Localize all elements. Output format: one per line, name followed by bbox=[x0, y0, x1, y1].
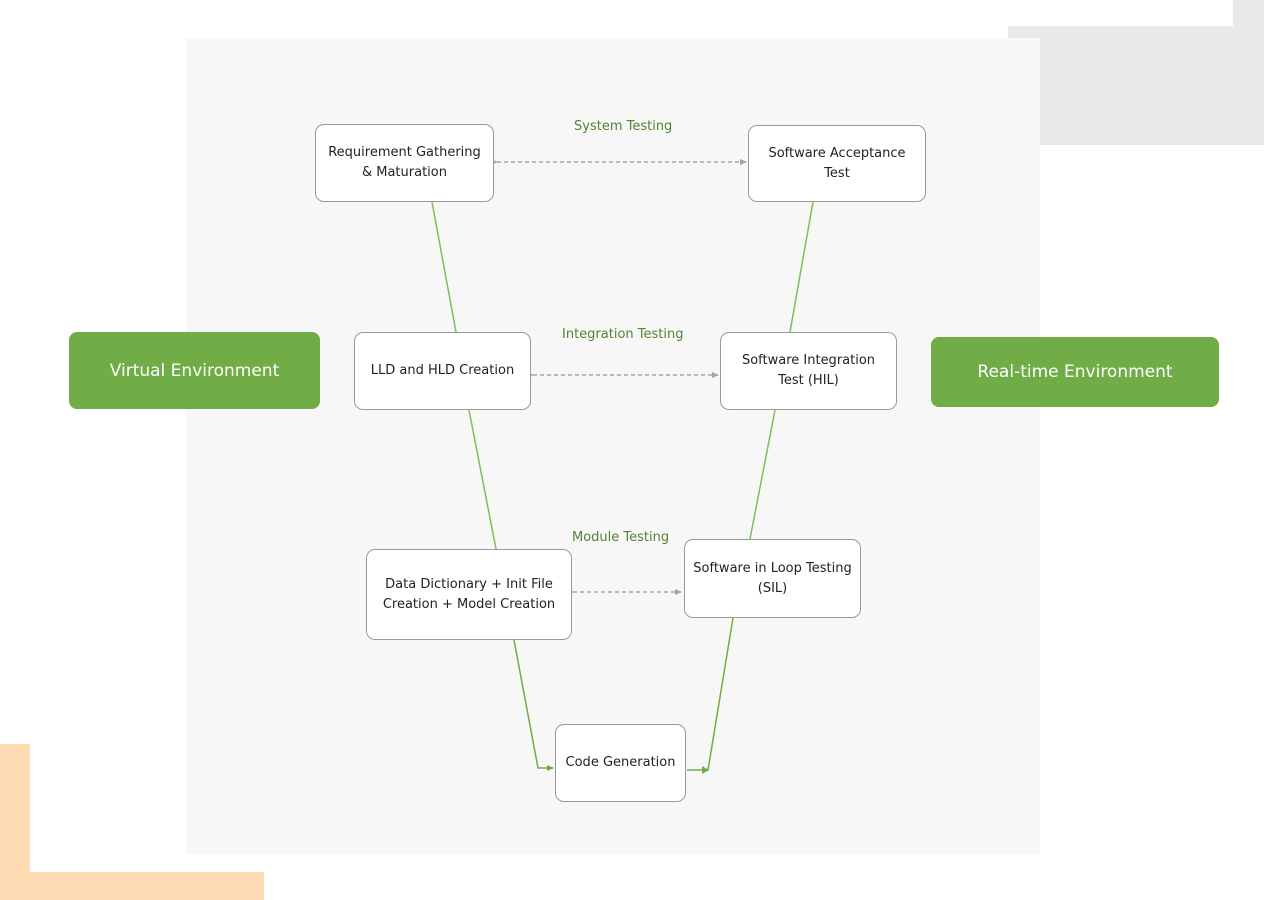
v-left-connector-1 bbox=[431, 201, 457, 333]
requirement-gathering-box: Requirement Gathering & Maturation bbox=[315, 124, 494, 202]
model-creation-box: Data Dictionary + Init File Creation + M… bbox=[366, 549, 572, 640]
v-right-connector-3 bbox=[687, 617, 734, 771]
model-creation-label: Data Dictionary + Init File Creation + M… bbox=[382, 576, 556, 612]
software-in-loop-box: Software in Loop Testing (SIL) bbox=[684, 539, 861, 618]
software-acceptance-test-box: Software Acceptance Test bbox=[748, 125, 926, 202]
software-in-loop-label: Software in Loop Testing (SIL) bbox=[693, 560, 852, 596]
module-testing-label: Module Testing bbox=[572, 530, 670, 545]
v-right-arrowhead bbox=[702, 766, 709, 774]
software-acceptance-test-label: Software Acceptance Test bbox=[768, 145, 906, 181]
lld-hld-creation-box: LLD and HLD Creation bbox=[354, 332, 531, 410]
v-left-connector-3 bbox=[513, 639, 554, 771]
code-generation-box: Code Generation bbox=[555, 724, 686, 802]
v-left-connector-2 bbox=[468, 409, 497, 550]
system-testing-label: System Testing bbox=[574, 119, 673, 134]
v-right-connector-1 bbox=[789, 201, 814, 333]
software-integration-test-label: Software Integration Test (HIL) bbox=[741, 353, 876, 388]
software-integration-test-box: Software Integration Test (HIL) bbox=[720, 332, 897, 410]
v-right-connector-2 bbox=[749, 409, 776, 540]
integration-testing-label: Integration Testing bbox=[562, 327, 684, 342]
virtual-environment-banner: Virtual Environment bbox=[69, 332, 320, 409]
realtime-environment-banner: Real-time Environment bbox=[931, 337, 1219, 407]
lld-hld-creation-label: LLD and HLD Creation bbox=[370, 363, 515, 378]
decor-grey-cutout bbox=[1008, 0, 1233, 26]
requirement-gathering-label: Requirement Gathering & Maturation bbox=[328, 145, 481, 180]
code-generation-label: Code Generation bbox=[565, 755, 676, 770]
